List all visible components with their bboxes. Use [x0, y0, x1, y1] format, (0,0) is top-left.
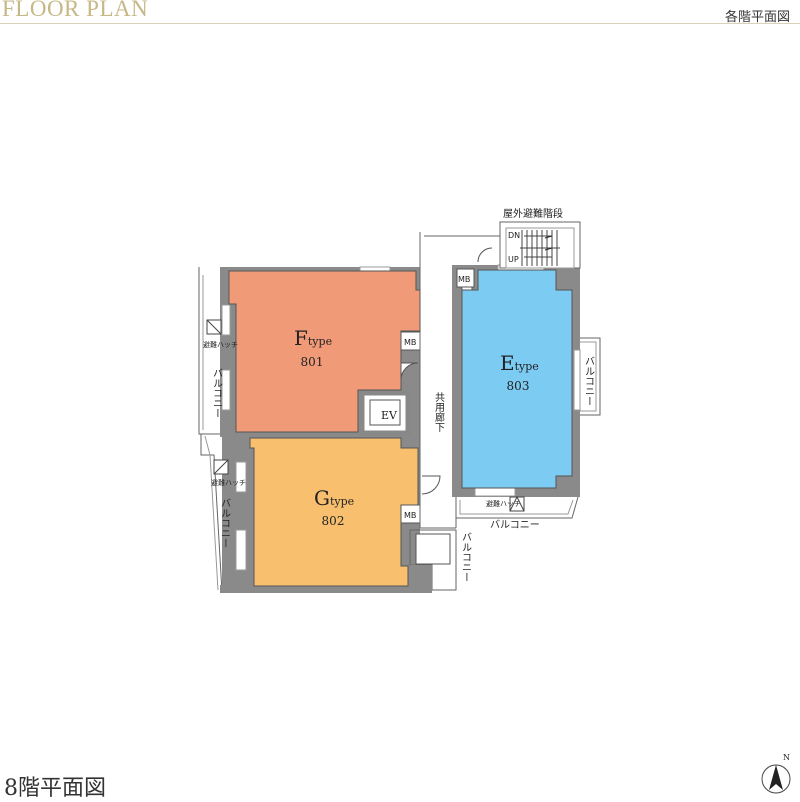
hatch-label-west: 避難ハッチ	[203, 340, 238, 349]
unit-g-fill	[249, 437, 419, 587]
unit-e-type: type	[515, 360, 539, 373]
unit-g-type: type	[330, 495, 354, 508]
outdoor-stairs	[499, 221, 581, 269]
balcony-label-southeast: バルコニー	[460, 532, 472, 582]
corridor-label: 共用廊下	[433, 392, 445, 433]
mb-label-f: MB	[404, 338, 416, 347]
unit-f-type: type	[308, 335, 332, 348]
mb-label-e: MB	[458, 275, 470, 284]
balcony-label-south: バルコニー	[490, 519, 540, 531]
hatch-label-southwest: 避難ハッチ	[211, 478, 246, 487]
elevator-shaft	[359, 390, 411, 436]
unit-e-letter: E	[500, 351, 515, 375]
outdoor-stairs-label: 屋外避難階段	[503, 207, 563, 220]
north-label: N	[783, 753, 790, 762]
page-header: FLOOR PLAN 各階平面図	[0, 0, 800, 25]
unit-f-number: 801	[301, 355, 324, 369]
hatch-label-east: 避難ハッチ	[486, 499, 521, 508]
floor-label: 8階平面図	[4, 776, 106, 801]
svg-text:Gtype: Gtype	[314, 486, 354, 510]
unit-f-fill	[228, 270, 421, 433]
dn-label: DN	[508, 231, 520, 240]
up-label: UP	[508, 255, 519, 264]
header-divider	[0, 23, 800, 24]
page-title: FLOOR PLAN	[2, 0, 149, 21]
ev-label: EV	[381, 409, 398, 422]
unit-g-number: 802	[322, 514, 345, 528]
balcony-label-east: バルコニー	[583, 356, 595, 406]
balcony-label-southwest: バルコニー	[219, 498, 231, 548]
escape-hatch-west	[206, 319, 222, 335]
mb-label-g: MB	[404, 511, 416, 520]
unit-e-fill	[461, 269, 573, 489]
unit-f-letter: F	[294, 326, 308, 350]
escape-hatch-southwest	[213, 459, 229, 475]
page-subtitle: 各階平面図	[724, 10, 790, 25]
unit-g-letter: G	[314, 486, 330, 510]
svg-text:Etype: Etype	[500, 351, 539, 375]
balcony-label-west: バルコニー	[211, 368, 223, 418]
unit-e-number: 803	[507, 379, 530, 393]
north-arrow-icon	[761, 764, 791, 794]
svg-text:Ftype: Ftype	[294, 326, 332, 350]
escape-hatch-east	[509, 495, 525, 512]
